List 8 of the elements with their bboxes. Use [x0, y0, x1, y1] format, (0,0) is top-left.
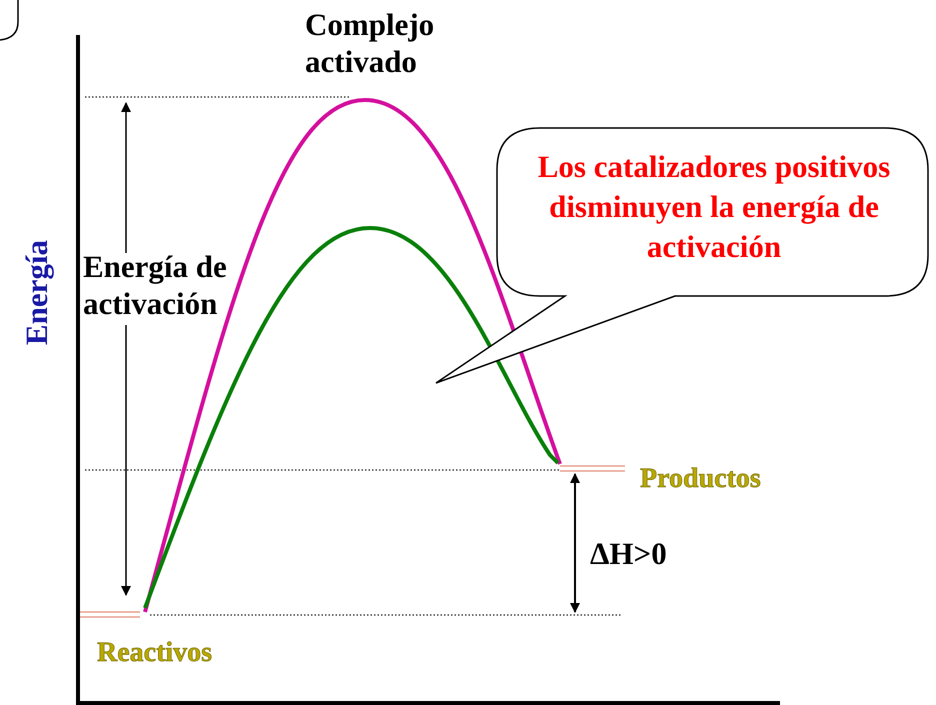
- level-label: Productos: [640, 462, 761, 496]
- enthalpy-label: ΔH>0: [590, 535, 667, 572]
- activation-energy-label: Energía de activación: [83, 248, 228, 322]
- speech-bubble: [434, 127, 930, 385]
- level-label: Reactivos: [97, 636, 212, 670]
- axis-title: Energía: [18, 240, 55, 346]
- callout-text: Los catalizadores positivos disminuyen la energía de activación: [536, 148, 892, 266]
- peak-label: Complejo activado: [305, 6, 436, 80]
